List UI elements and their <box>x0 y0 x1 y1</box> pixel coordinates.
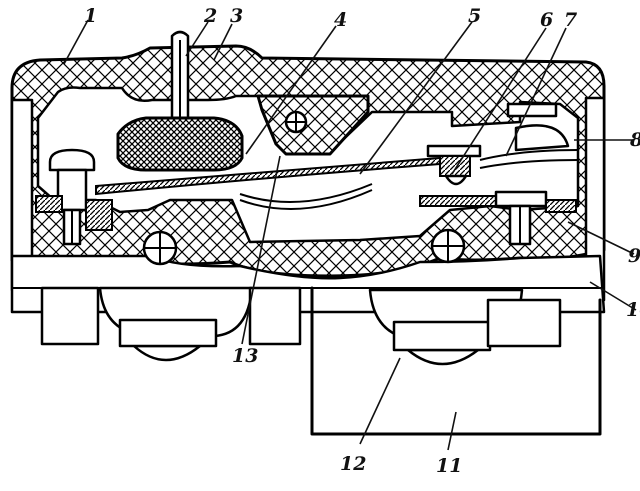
label-12: 12 <box>340 453 366 475</box>
contact-spring <box>479 149 579 169</box>
mounting-holes <box>142 110 466 266</box>
upper-stop-block <box>256 94 370 156</box>
label-3: 3 <box>230 5 243 27</box>
label-10: 10 <box>626 299 640 321</box>
actuator-pad <box>116 116 244 172</box>
lower-contact-screw <box>419 190 577 246</box>
terminal-bracket <box>310 286 602 436</box>
label-8: 8 <box>629 129 640 151</box>
left-terminal-screw <box>35 148 113 246</box>
label-1: 1 <box>84 5 97 27</box>
label-4: 4 <box>334 9 347 31</box>
label-9: 9 <box>628 245 640 267</box>
label-2: 2 <box>203 5 217 27</box>
terminal-screws <box>40 286 562 366</box>
label-13: 13 <box>232 345 258 367</box>
callout-labels: 1 2 3 4 5 6 7 8 9 10 11 12 13 <box>84 5 640 477</box>
moving-contact <box>426 144 482 186</box>
label-7: 7 <box>564 9 577 31</box>
label-6: 6 <box>540 9 553 31</box>
fixed-contact-upper <box>506 102 570 152</box>
label-11: 11 <box>436 455 462 477</box>
leader-lines <box>63 19 637 451</box>
label-5: 5 <box>468 5 481 27</box>
